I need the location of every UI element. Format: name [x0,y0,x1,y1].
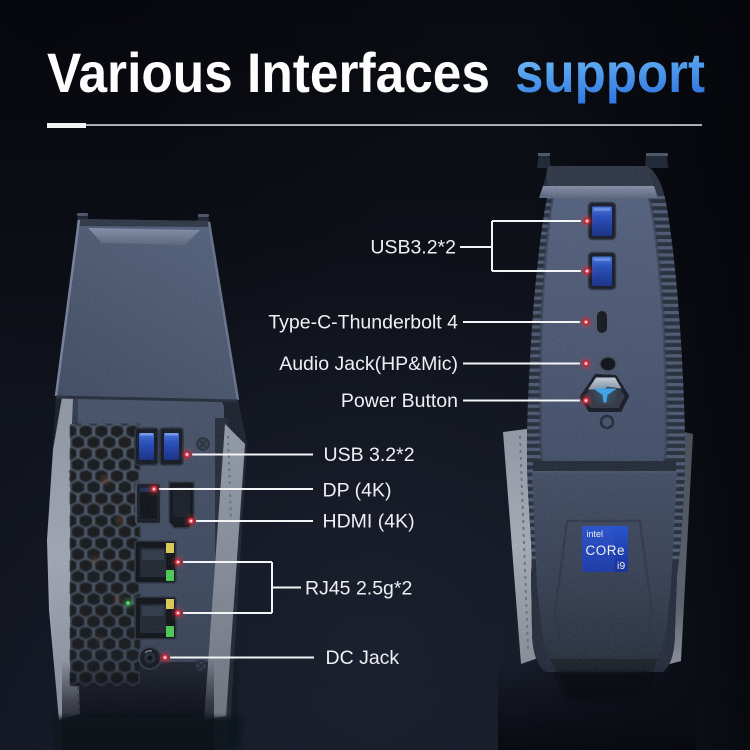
svg-text:Power Button: Power Button [341,390,458,412]
svg-text:support: support [515,41,705,104]
svg-text:USB3.2*2: USB3.2*2 [370,237,456,259]
svg-text:Audio Jack(HP&Mic): Audio Jack(HP&Mic) [279,353,458,375]
svg-text:HDMI (4K): HDMI (4K) [323,511,415,533]
svg-text:Type-C-Thunderbolt 4: Type-C-Thunderbolt 4 [268,312,458,334]
svg-text:USB 3.2*2: USB 3.2*2 [324,444,415,466]
svg-text:RJ45 2.5g*2: RJ45 2.5g*2 [305,578,412,600]
svg-text:DP (4K): DP (4K) [323,480,392,502]
svg-text:Various Interfaces: Various Interfaces [47,41,490,104]
svg-text:DC Jack: DC Jack [326,647,400,669]
